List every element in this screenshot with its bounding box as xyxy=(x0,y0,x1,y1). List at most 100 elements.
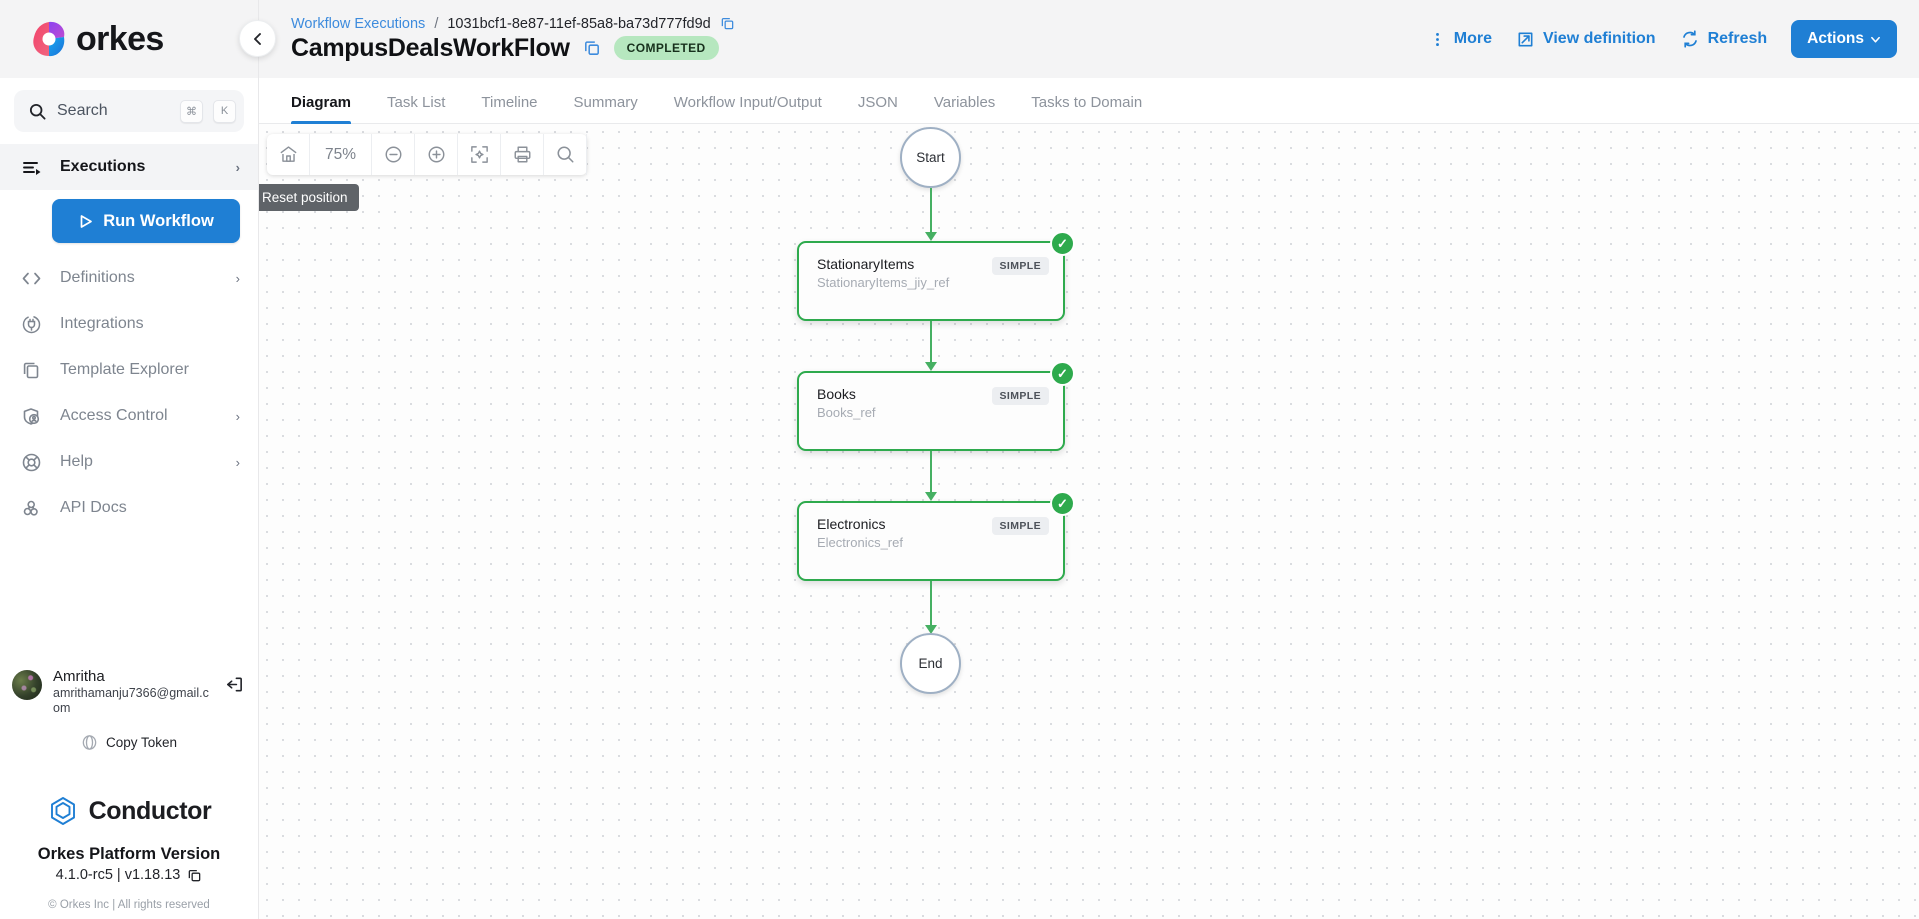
conductor-label: Conductor xyxy=(88,796,212,825)
tab-summary[interactable]: Summary xyxy=(573,94,638,111)
search-diagram-button[interactable] xyxy=(544,134,587,175)
sidebar-item-help[interactable]: Help › xyxy=(0,439,258,485)
node-task-name: StationaryItems xyxy=(817,256,915,272)
node-task-type-badge: SIMPLE xyxy=(991,257,1049,275)
print-icon xyxy=(514,146,530,163)
node-task-name: Electronics xyxy=(817,516,886,532)
sidebar-spacer xyxy=(0,531,258,667)
view-definition-button[interactable]: View definition xyxy=(1516,30,1656,49)
print-button[interactable] xyxy=(501,134,544,175)
top-header: Workflow Executions / 1031bcf1-8e87-11ef… xyxy=(259,0,1919,78)
chevron-down-icon xyxy=(1871,36,1880,43)
tab-tasks-to-domain[interactable]: Tasks to Domain xyxy=(1031,94,1143,111)
run-workflow-section: Run Workflow xyxy=(0,190,258,255)
reset-position-button[interactable] xyxy=(267,134,310,175)
sidebar-item-executions[interactable]: Executions › xyxy=(0,144,258,190)
header-actions: More View definition Refresh Acti xyxy=(1429,20,1897,58)
search-icon xyxy=(29,103,46,120)
copy-icon[interactable] xyxy=(720,16,735,31)
breadcrumb-row: Workflow Executions / 1031bcf1-8e87-11ef… xyxy=(291,16,735,32)
sidebar-collapse-button[interactable] xyxy=(239,20,276,57)
sidebar-item-template-explorer[interactable]: Template Explorer xyxy=(0,347,258,393)
tab-timeline[interactable]: Timeline xyxy=(481,94,538,111)
refresh-button[interactable]: Refresh xyxy=(1680,29,1768,49)
home-icon xyxy=(279,146,297,162)
platform-version-row: 4.1.0-rc5 | v1.18.13 xyxy=(0,867,258,883)
tab-bar: Diagram Task List Timeline Summary Workf… xyxy=(259,78,1919,124)
node-task-ref: StationaryItems_jiy_ref xyxy=(817,275,950,290)
diagram-canvas[interactable]: 75% xyxy=(259,124,1919,919)
actions-label: Actions xyxy=(1807,30,1864,47)
edge-task2-to-task3 xyxy=(930,451,932,494)
search-diagram-icon xyxy=(556,146,574,163)
breadcrumb-link-workflow-executions[interactable]: Workflow Executions xyxy=(291,15,426,32)
run-workflow-button[interactable]: Run Workflow xyxy=(52,199,240,243)
code-brackets-icon xyxy=(20,268,42,289)
zoom-in-icon xyxy=(428,146,444,163)
tab-variables[interactable]: Variables xyxy=(933,94,996,111)
zoom-level[interactable]: 75% xyxy=(310,134,372,175)
breadcrumb-separator: / xyxy=(434,15,439,32)
fit-view-button[interactable] xyxy=(458,134,501,175)
zoom-out-button[interactable] xyxy=(372,134,415,175)
chevron-right-icon: › xyxy=(235,408,240,424)
copy-icon[interactable] xyxy=(583,39,601,57)
tab-diagram[interactable]: Diagram xyxy=(273,94,369,124)
arrow-task2-to-task3 xyxy=(925,492,937,501)
zoom-in-button[interactable] xyxy=(415,134,458,175)
node-end[interactable]: End xyxy=(900,633,961,694)
node-task-name: Books xyxy=(817,386,856,402)
sidebar-item-label: Template Explorer xyxy=(60,361,189,378)
refresh-label: Refresh xyxy=(1707,30,1768,47)
sidebar-item-integrations[interactable]: Integrations xyxy=(0,301,258,347)
node-task-stationaryitems[interactable]: StationaryItems StationaryItems_jiy_ref … xyxy=(797,231,1075,321)
logout-icon[interactable] xyxy=(225,675,244,699)
sidebar-item-api-docs[interactable]: API Docs xyxy=(0,485,258,531)
sidebar-item-access-control[interactable]: Access Control › xyxy=(0,393,258,439)
diagram-toolbar: 75% xyxy=(259,134,587,211)
fit-view-icon xyxy=(470,146,488,163)
more-button[interactable]: More xyxy=(1429,30,1492,48)
actions-button[interactable]: Actions xyxy=(1791,20,1897,58)
brand-name: orkes xyxy=(76,19,164,58)
run-workflow-label: Run Workflow xyxy=(103,211,214,230)
more-label: More xyxy=(1453,30,1492,47)
user-profile[interactable]: Amritha amrithamanju7366@gmail.com xyxy=(0,667,258,716)
check-icon: ✓ xyxy=(1050,491,1075,516)
node-start[interactable]: Start xyxy=(900,127,961,188)
user-meta: Amritha amrithamanju7366@gmail.com xyxy=(53,667,214,716)
sidebar-nav: Executions › Run Workflow Definitions xyxy=(0,142,258,531)
sidebar-item-definitions[interactable]: Definitions › xyxy=(0,255,258,301)
main-content: Workflow Executions / 1031bcf1-8e87-11ef… xyxy=(259,0,1919,919)
arrow-task3-to-end xyxy=(925,625,937,634)
node-task-electronics[interactable]: Electronics Electronics_ref SIMPLE ✓ xyxy=(797,491,1075,581)
node-task-ref: Electronics_ref xyxy=(817,535,903,550)
edge-start-to-task1 xyxy=(930,188,932,235)
copy-token-button[interactable]: Copy Token xyxy=(0,734,258,751)
arrow-task1-to-task2 xyxy=(925,362,937,371)
reset-position-tooltip: Reset position xyxy=(259,184,359,211)
lifebuoy-icon xyxy=(20,452,42,473)
sidebar-item-label: Access Control xyxy=(60,407,168,424)
sidebar-item-label: Definitions xyxy=(60,269,135,286)
platform-version-title: Orkes Platform Version xyxy=(37,845,221,863)
workflow-graph: Start StationaryItems StationaryItems_ji… xyxy=(259,124,1919,919)
tab-json[interactable]: JSON xyxy=(857,94,898,111)
copy-icon[interactable] xyxy=(187,868,202,883)
search-input[interactable]: Search ⌘ K xyxy=(14,90,244,132)
tab-workflow-input-output[interactable]: Workflow Input/Output xyxy=(673,94,822,111)
view-definition-label: View definition xyxy=(1542,30,1656,47)
search-kbd-cmd: ⌘ xyxy=(180,99,203,123)
copy-token-label: Copy Token xyxy=(105,735,178,750)
search-placeholder: Search xyxy=(57,102,108,119)
node-task-ref: Books_ref xyxy=(817,405,876,420)
check-icon: ✓ xyxy=(1050,231,1075,256)
edge-task1-to-task2 xyxy=(930,321,932,364)
sidebar-item-label: Integrations xyxy=(60,315,144,332)
sidebar-item-label: Help xyxy=(60,453,93,470)
token-coin-icon xyxy=(82,735,97,750)
tab-task-list[interactable]: Task List xyxy=(387,94,446,111)
api-docs-icon xyxy=(20,498,42,519)
node-task-books[interactable]: Books Books_ref SIMPLE ✓ xyxy=(797,361,1075,451)
